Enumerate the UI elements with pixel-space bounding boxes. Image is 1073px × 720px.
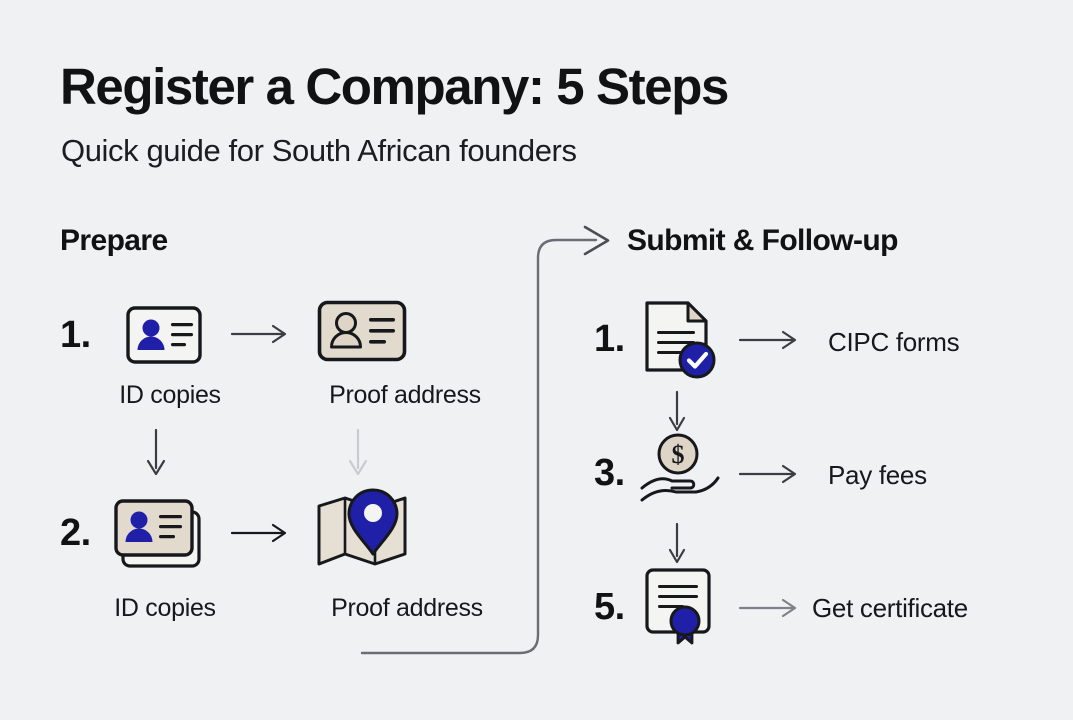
document-check-icon <box>644 300 718 385</box>
step-number-submit-1: 1. <box>594 318 625 360</box>
caption-prepare-1-b: Proof address <box>329 381 481 409</box>
step-number-submit-3: 3. <box>594 452 625 494</box>
id-cards-stacked-icon <box>113 498 205 575</box>
page-title: Register a Company: 5 Steps <box>60 58 729 115</box>
arrow-down-icon <box>664 522 690 571</box>
caption-prepare-1-a: ID copies <box>119 381 221 409</box>
map-pin-icon <box>315 488 411 575</box>
page-subtitle: Quick guide for South African founders <box>61 133 577 168</box>
id-card-icon <box>126 306 202 369</box>
section-heading-submit: Submit & Follow-up <box>627 224 898 257</box>
step-number-prepare-2: 2. <box>60 512 91 554</box>
arrow-down-icon <box>345 428 371 483</box>
hand-coin-icon: $ <box>638 432 724 513</box>
step-number-submit-5: 5. <box>594 586 625 628</box>
arrow-right-icon <box>738 328 800 357</box>
caption-prepare-2-b: Proof address <box>331 594 483 622</box>
step-number-prepare-1: 1. <box>60 314 91 356</box>
certificate-seal-icon <box>644 567 720 652</box>
arrow-down-icon <box>143 428 169 483</box>
label-submit-3: Pay fees <box>828 460 927 490</box>
arrow-right-icon <box>738 462 800 491</box>
svg-text:$: $ <box>672 440 685 469</box>
arrow-right-icon <box>738 596 800 625</box>
id-card-beige-icon <box>317 300 407 367</box>
arrow-right-icon <box>230 322 290 351</box>
caption-prepare-2-a: ID copies <box>114 594 216 622</box>
arrow-down-icon <box>664 390 690 439</box>
label-submit-1: CIPC forms <box>828 327 960 357</box>
arrow-right-icon <box>230 521 290 550</box>
label-submit-5: Get certificate <box>812 593 968 623</box>
section-heading-prepare: Prepare <box>60 224 168 257</box>
